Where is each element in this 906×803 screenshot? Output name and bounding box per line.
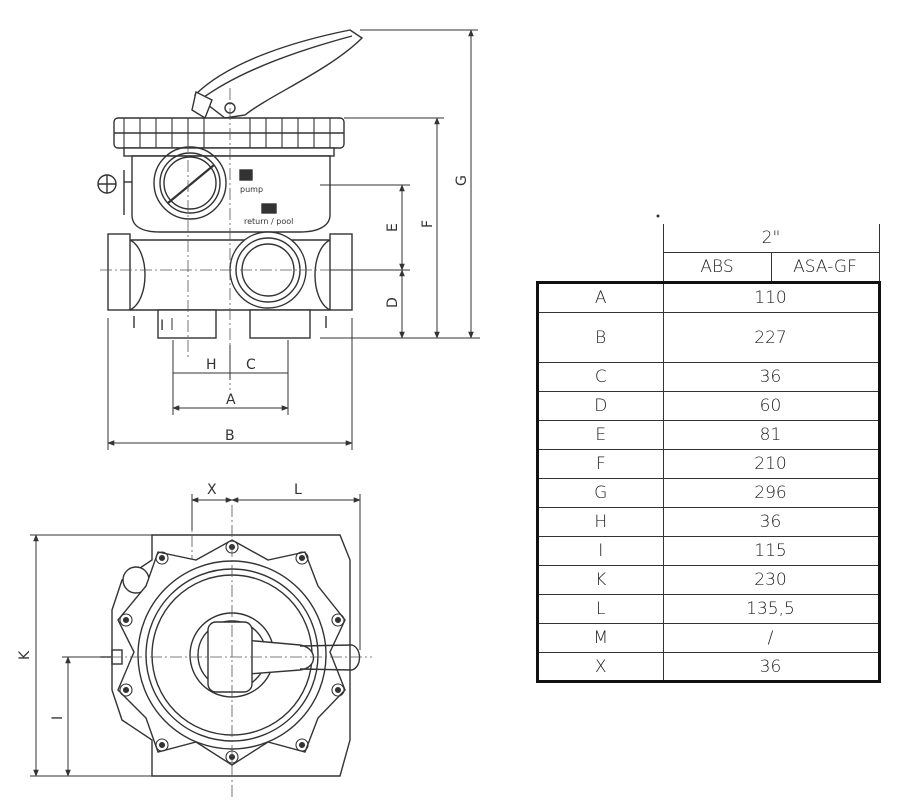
dim-label-x: X (207, 482, 217, 498)
size-header: 2" (662, 224, 880, 253)
dimension-value-cell: 227 (663, 312, 881, 363)
port-label-return: return / pool (244, 217, 293, 226)
dimension-value-cell: 210 (663, 449, 881, 479)
dim-label-c: C (246, 357, 256, 373)
dimension-value-cell: 110 (663, 281, 881, 313)
dimension-value-cell: 135,5 (663, 594, 881, 624)
dim-label-a: A (226, 392, 236, 408)
top-dimensions (30, 494, 361, 777)
port-label-pump: pump (240, 185, 263, 194)
dimension-value-cell: 36 (663, 362, 881, 392)
dimension-letter-cell: F (536, 449, 664, 479)
dimension-value-cell: 296 (663, 478, 881, 508)
dimension-value-cell: 230 (663, 565, 881, 595)
dimension-value-cell: 81 (663, 420, 881, 450)
dim-label-i-top: I (50, 716, 66, 720)
dimension-letter-cell: C (536, 362, 664, 392)
material-header-asa-gf: ASA-GF (771, 252, 880, 283)
dimension-value-cell: 36 (663, 652, 881, 683)
front-dimension-labels: B A H C I D E F G pump return / pool (160, 175, 470, 444)
dimension-letter-cell: L (536, 594, 664, 624)
material-header-abs: ABS (662, 252, 772, 283)
front-view (97, 29, 364, 339)
dim-label-l: L (294, 482, 302, 498)
dimension-letter-cell: I (536, 536, 664, 566)
dimension-letter-cell: X (536, 652, 664, 683)
dimension-letter-cell: A (536, 281, 664, 313)
top-view (100, 534, 361, 777)
dim-label-d: D (385, 297, 401, 308)
front-dimensions (107, 29, 480, 450)
dimension-letter-cell: D (536, 391, 664, 421)
table-size-header-row: 2" (538, 224, 880, 253)
dimension-letter-cell: G (536, 478, 664, 508)
dimension-value-cell: / (663, 623, 881, 653)
dimension-value-cell: 36 (663, 507, 881, 537)
table-corner-dot (656, 214, 660, 218)
dim-label-h: H (206, 357, 217, 373)
top-dimension-labels: X L K I (17, 482, 302, 720)
dim-label-i-front: I (160, 318, 164, 334)
dim-label-e: E (385, 223, 401, 232)
table-material-header-row: ABS ASA-GF (538, 252, 880, 283)
dimension-value-cell: 60 (663, 391, 881, 421)
dimension-letter-cell: K (536, 565, 664, 595)
dim-label-b: B (225, 428, 235, 444)
dimension-letter-cell: H (536, 507, 664, 537)
dimension-letter-cell: M (536, 623, 664, 653)
dimension-letter-cell: E (536, 420, 664, 450)
table-row: M/ (536, 623, 881, 653)
dim-label-f: F (420, 220, 436, 228)
dimension-letter-cell: B (536, 312, 664, 363)
dim-label-k: K (17, 650, 33, 660)
dim-label-g: G (454, 175, 470, 186)
dimension-value-cell: 115 (663, 536, 881, 566)
